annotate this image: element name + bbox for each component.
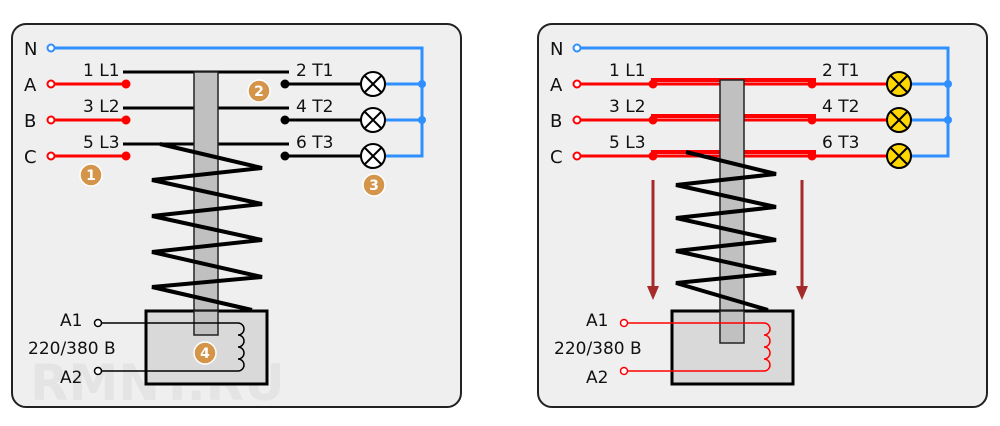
armature-rod-inside [719,310,745,344]
terminal-label-c: C [550,147,563,168]
panel-energized: NA 1 L1 2 T1 B 3 L2 4 T2 C 5 L3 6 T3 A1 220/380 B A… [537,23,988,408]
lamp-cross [364,111,382,129]
terminal-label-b: B [24,111,36,132]
terminal-c [572,151,582,161]
coil-voltage-label: 220/380 B [554,339,642,359]
terminal-label-n: N [550,39,563,60]
terminal-a [572,79,582,89]
contact-point-load [807,79,817,89]
contact-point-line [648,151,658,161]
terminal-c [46,151,56,161]
contact-label-line: 5 L3 [83,133,120,153]
arrow-head [796,286,808,300]
terminal-b [46,115,56,125]
contact-point-line [648,115,658,125]
lamp-cross [364,147,382,165]
contact-label-load: 6 T3 [296,133,333,153]
terminal-label-a: A [550,75,563,96]
return-spring [675,150,777,312]
callout-badge-1 [79,163,103,187]
lamp-cross [890,75,908,93]
contact-point-load [280,79,290,89]
contact-label-load: 4 T2 [822,97,859,117]
terminal-label-c: C [24,147,37,168]
neutral-junction [944,80,952,88]
lamp-cross [890,111,908,129]
coil-label-a1: A1 [60,311,82,331]
callout-number: 4 [200,346,210,362]
callout-badge-4 [193,341,217,365]
contact-point-line [121,115,131,125]
contact-point-load [280,115,290,125]
callout-number: 2 [254,84,264,100]
contact-label-load: 4 T2 [296,97,333,117]
contact-label-load: 2 T1 [296,61,333,81]
contact-point-line [648,79,658,89]
contact-label-line: 1 L1 [83,61,120,81]
coil-label-a1: A1 [586,311,608,331]
coil-voltage-label: 220/380 B [28,339,116,359]
callout-number: 3 [369,178,379,194]
terminal-a2 [619,366,629,376]
coil-winding [628,322,771,372]
contact-point-load [807,115,817,125]
terminal-n [46,43,56,53]
coil-label-a2: A2 [60,368,82,388]
coil-label-a2: A2 [586,368,608,388]
contact-point-line [121,79,131,89]
callout-number: 1 [86,168,96,184]
lamp-cross [364,75,382,93]
terminal-label-b: B [550,111,562,132]
terminal-label-n: N [24,39,37,60]
terminal-a [46,79,56,89]
contact-label-line: 5 L3 [609,133,646,153]
terminal-a2 [93,366,103,376]
return-spring [151,142,263,312]
neutral-junction [944,116,952,124]
contact-label-line: 3 L2 [609,97,646,117]
lamp-cross [890,147,908,165]
contact-label-load: 2 T1 [822,61,859,81]
neutral-junction [418,116,426,124]
coil-winding [102,322,245,372]
contact-label-load: 6 T3 [822,133,859,153]
callout-badge-3 [362,173,386,197]
terminal-a1 [619,318,629,328]
terminal-b [572,115,582,125]
contact-label-line: 1 L1 [609,61,646,81]
contact-label-line: 3 L2 [83,97,120,117]
contact-point-load [280,151,290,161]
armature-rod [193,71,219,336]
terminal-a1 [93,318,103,328]
arrow-head [647,286,659,300]
contact-point-line [121,151,131,161]
contact-point-load [807,151,817,161]
neutral-junction [418,80,426,88]
terminal-label-a: A [24,75,37,96]
callout-badge-2 [247,79,271,103]
terminal-n [572,43,582,53]
